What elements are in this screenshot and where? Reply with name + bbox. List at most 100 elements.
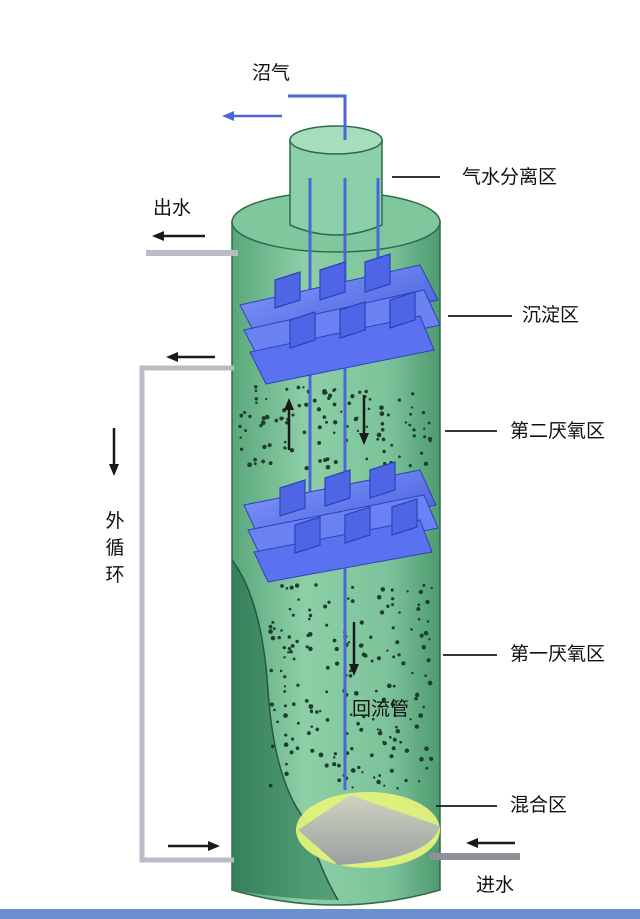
sludge-particle [314,583,318,587]
sludge-particle [391,597,395,601]
mixing-zone-floor [296,792,440,868]
sludge-particle [419,633,424,638]
sludge-particle [304,465,309,471]
sludge-particle [395,728,401,734]
sludge-particle [376,595,382,600]
sludge-particle [254,397,259,401]
sludge-particle [281,417,285,420]
sludge-particle [365,425,369,429]
sludge-particle [361,652,367,657]
sludge-particle [283,440,287,444]
lower-baffles [243,461,439,583]
sludge-particle [368,397,372,401]
sludge-particle [382,449,386,454]
sludge-particle [268,783,273,788]
sludge-particle [271,620,275,624]
sludge-particle [264,414,270,420]
sludge-particle [308,617,311,621]
sludge-particle [356,429,360,433]
sludge-particle [248,414,252,419]
sludge-particle [260,420,266,426]
sludge-particle [265,397,268,401]
sludge-particle [287,651,290,654]
sludge-particle [426,658,431,663]
sludge-particle [391,746,396,751]
sludge-particle [333,460,338,464]
sludge-particle [376,437,380,441]
sludge-particle [379,728,382,732]
sludge-particle [382,741,387,746]
sludge-particle [386,413,390,417]
sludge-particle [283,446,287,450]
sludge-particle [404,748,410,753]
sludge-particle [392,655,396,659]
sludge-particle [347,401,352,406]
sludge-particle [269,702,275,707]
sludge-particle [308,613,313,618]
sludge-particle [417,603,421,607]
sludge-particle [397,398,401,402]
sludge-particle [365,457,369,461]
sludge-particle [280,584,284,588]
sludge-particle [386,649,389,652]
sludge-particle [274,418,279,423]
sludge-particle [268,629,273,634]
sludge-particle [323,457,328,463]
sludge-particle [397,653,401,657]
sludge-particle [304,402,309,407]
sludge-particle [325,420,328,424]
sludge-particle [332,431,336,434]
sludge-particle [334,661,340,666]
sludge-particle [323,604,328,609]
sludge-particle [297,403,302,408]
sludge-particle [325,623,329,627]
sludge-particles [238,385,434,790]
sludge-particle [417,618,421,621]
sludge-particle [410,628,413,631]
sludge-particle [253,462,257,466]
sludge-particle [361,771,364,774]
sludge-particle [327,600,331,604]
sludge-particle [297,598,300,601]
sludge-particle [332,388,336,392]
sludge-particle [423,427,426,430]
sludge-particle [285,586,289,590]
sludge-particle [418,589,424,595]
sludge-particle [414,724,420,729]
sludge-particle [395,725,398,729]
sludge-particle [306,731,311,736]
sludge-particle [308,608,312,612]
sludge-particle [421,410,426,415]
sludge-particle [283,742,289,747]
leader-lines [392,176,512,807]
sludge-particle [315,727,320,732]
sludge-particle [269,668,274,673]
sludge-particle [376,432,382,438]
sludge-particle [408,423,412,427]
sludge-particle [416,606,421,612]
sludge-particle [428,638,431,641]
sludge-particle [425,766,429,770]
sludge-particle [424,674,427,678]
flow-arrows [109,111,515,851]
sludge-particle [308,646,313,652]
sludge-particle [268,461,273,466]
sludge-particle [279,669,283,673]
sludge-particle [295,746,300,751]
sludge-particle [411,671,414,675]
sludge-particle [284,733,288,737]
sludge-particle [380,428,385,432]
sludge-particle [425,599,430,605]
sludge-particle [393,713,397,717]
sludge-particle [290,643,295,648]
sludge-particle [427,436,433,442]
sludge-particle [408,464,412,468]
sludge-particle [376,779,381,785]
sludge-particle [305,645,309,649]
sludge-particle [417,780,421,783]
sludge-particle [350,768,356,773]
sludge-particle [289,649,293,654]
sludge-particle [379,405,384,411]
